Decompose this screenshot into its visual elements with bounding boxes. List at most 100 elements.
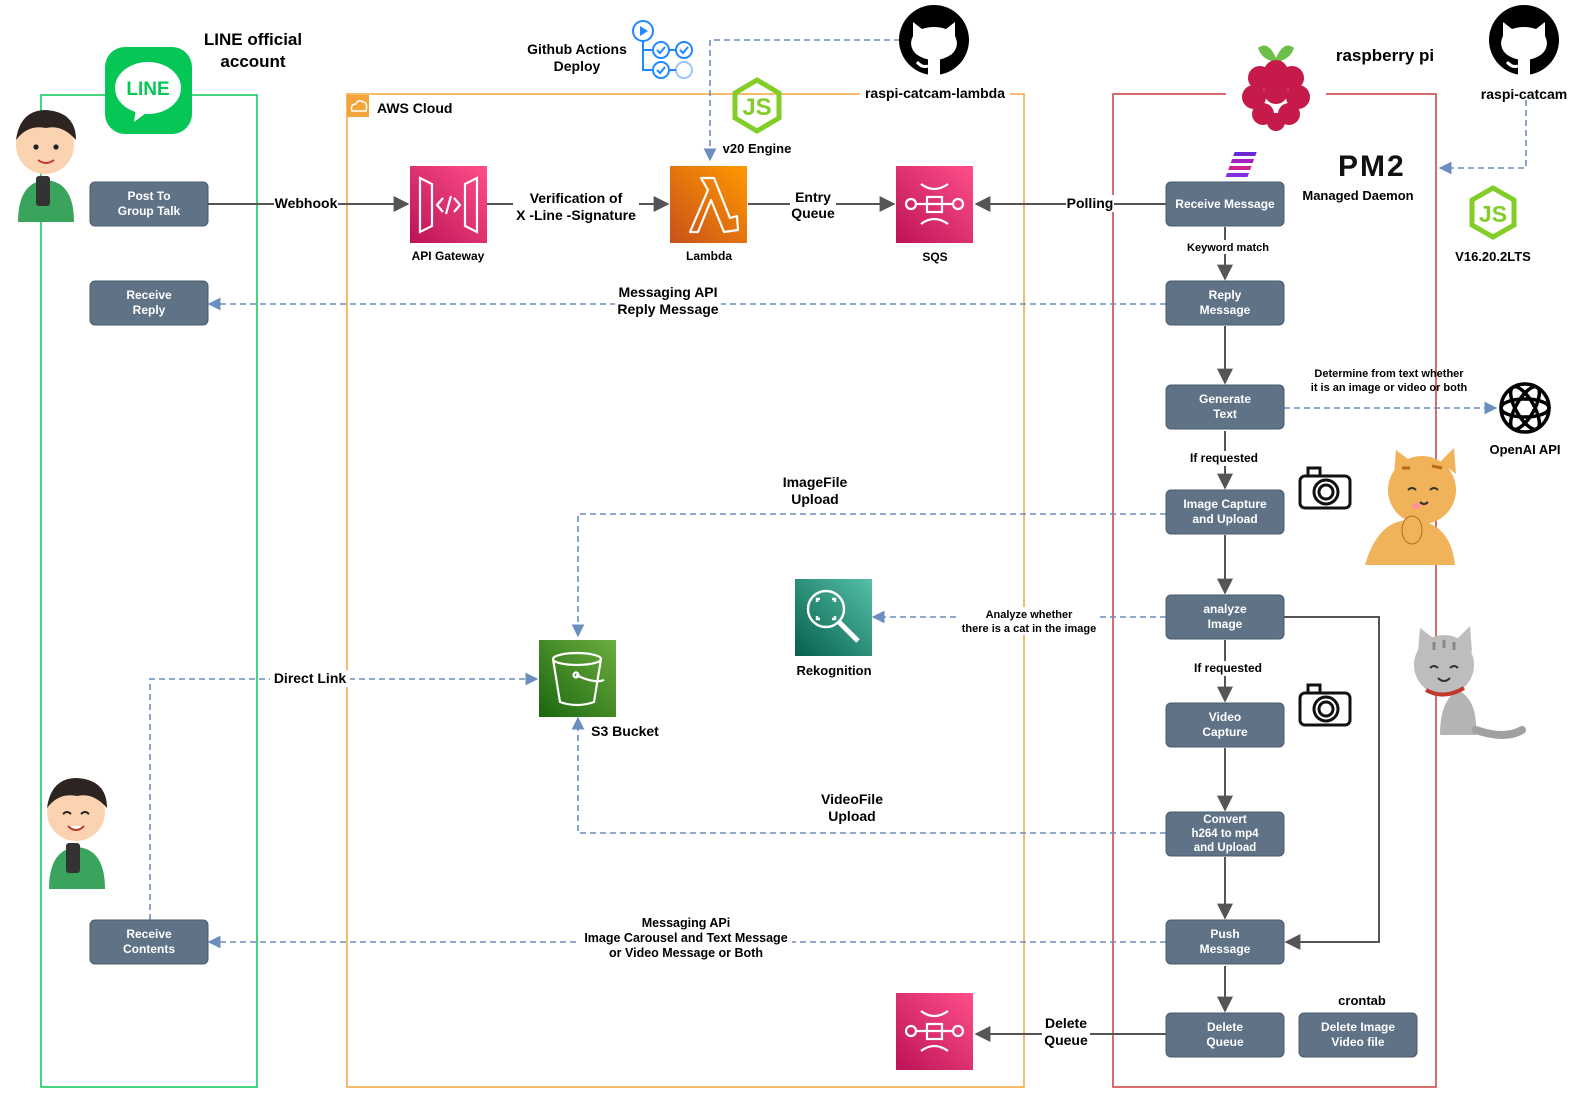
openai-label: OpenAI API (1489, 442, 1560, 457)
svg-text:X -Line -Signature: X -Line -Signature (516, 207, 636, 223)
github-actions-icon (632, 20, 693, 79)
svg-text:JS: JS (742, 94, 771, 121)
edge-label-webhook: Webhook (275, 195, 338, 211)
convert-upload-node: Convert h264 to mp4 and Upload (1165, 811, 1285, 857)
receive-contents-node: Receive Contents (89, 919, 209, 965)
github-icon (1489, 5, 1559, 75)
edge-label-direct-link: Direct Link (274, 670, 347, 686)
video-capture-node: Video Capture (1165, 702, 1285, 748)
edge-label-entry-queue: Entry (795, 189, 831, 205)
edge-label-determine: Determine from text whether (1314, 368, 1464, 380)
svg-text:LINE: LINE (126, 79, 169, 100)
camera-icon (1298, 466, 1352, 510)
svg-text:Reply: Reply (133, 303, 166, 317)
lambda-repo-label: raspi-catcam-lambda (865, 85, 1005, 101)
delete-image-video-node: Delete Image Video file (1298, 1012, 1418, 1058)
pi-node-version-label: V16.20.2LTS (1455, 249, 1531, 264)
node-engine-label: v20 Engine (723, 141, 792, 156)
cat-illustration-icon (1414, 626, 1526, 739)
svg-text:Video file: Video file (1331, 1035, 1384, 1049)
edge-label-videofile-upload: VideoFile (821, 791, 883, 807)
svg-text:Delete: Delete (1207, 1020, 1243, 1034)
svg-text:Convert: Convert (1203, 814, 1247, 826)
lambda-icon (670, 166, 747, 243)
svg-text:account: account (220, 52, 286, 71)
generate-text-node: Generate Text (1165, 384, 1285, 430)
svg-text:Image: Image (1208, 617, 1243, 631)
svg-text:Queue: Queue (1044, 1032, 1088, 1048)
svg-text:it is an image or video or bot: it is an image or video or both (1311, 382, 1468, 394)
raspberry-pi-icon (1242, 45, 1310, 131)
sqs-icon (896, 993, 973, 1070)
svg-text:JS: JS (1479, 201, 1507, 227)
edge-labels: Webhook Verification of X -Line -Signatu… (270, 189, 1468, 1049)
post-to-group-talk-node: Post To Group Talk (89, 181, 209, 227)
s3-bucket-label: S3 Bucket (591, 723, 659, 739)
pm2-logo-icon: PM2 (1225, 150, 1406, 183)
svg-text:Image Carousel and Text Messag: Image Carousel and Text Message (584, 931, 787, 945)
svg-text:Push: Push (1210, 927, 1239, 941)
user-avatar-icon (16, 110, 76, 222)
sqs-icon (896, 166, 973, 243)
edge-label-keyword-match: Keyword match (1187, 242, 1269, 254)
svg-text:Capture: Capture (1202, 725, 1248, 739)
analyze-image-node: analyze Image (1165, 594, 1285, 640)
receive-message-node: Receive Message (1165, 181, 1285, 227)
openai-icon (1499, 382, 1551, 434)
svg-text:Reply Message: Reply Message (617, 301, 718, 317)
svg-text:Image Capture: Image Capture (1183, 497, 1267, 511)
raspberry-pi-title: raspberry pi (1336, 46, 1434, 65)
line-panel-title: LINE official (204, 30, 302, 49)
svg-text:Receive: Receive (126, 288, 172, 302)
svg-text:or Video Message or Both: or Video Message or Both (609, 946, 763, 960)
svg-text:Reply: Reply (1209, 288, 1242, 302)
pi-repo-label: raspi-catcam (1481, 86, 1567, 102)
edge-label-polling: Polling (1067, 195, 1114, 211)
svg-text:Deploy: Deploy (554, 58, 601, 74)
svg-text:Post To: Post To (127, 189, 170, 203)
dashed-edges (149, 39, 1527, 949)
svg-text:Upload: Upload (791, 491, 838, 507)
aws-cloud-title: AWS Cloud (377, 100, 452, 116)
edge-label-messaging-api-push: Messaging APi (642, 916, 730, 930)
api-gateway-label: API Gateway (412, 249, 485, 263)
svg-text:and Upload: and Upload (1192, 512, 1257, 526)
edge-label-if-requested-1: If requested (1190, 451, 1258, 465)
rekognition-label: Rekognition (796, 663, 871, 678)
user-avatar-icon (47, 778, 107, 889)
svg-text:there is a cat in the image: there is a cat in the image (962, 623, 1097, 635)
svg-text:analyze: analyze (1203, 602, 1247, 616)
lambda-label: Lambda (686, 249, 732, 263)
s3-bucket-icon (539, 640, 616, 717)
svg-text:Receive: Receive (126, 927, 172, 941)
svg-text:Receive Message: Receive Message (1175, 197, 1275, 211)
svg-text:Upload: Upload (828, 808, 875, 824)
svg-text:h264 to mp4: h264 to mp4 (1191, 828, 1259, 840)
svg-text:Text: Text (1213, 407, 1237, 421)
crontab-label: crontab (1338, 993, 1386, 1008)
nodejs-icon: JS (1469, 185, 1517, 240)
github-icon (899, 5, 969, 75)
camera-icon (1298, 683, 1352, 727)
push-message-node: Push Message (1165, 919, 1285, 965)
image-capture-node: Image Capture and Upload (1165, 489, 1285, 535)
svg-text:Video: Video (1209, 710, 1241, 724)
edge-label-analyze-whether: Analyze whether (986, 609, 1074, 621)
aws-cloud-icon (347, 95, 369, 117)
svg-text:Delete Image: Delete Image (1321, 1020, 1395, 1034)
svg-text:Message: Message (1200, 303, 1251, 317)
receive-reply-node: Receive Reply (89, 280, 209, 326)
svg-text:Queue: Queue (791, 205, 835, 221)
nodejs-icon: JS (732, 77, 782, 134)
edge-label-messaging-api-reply: Messaging API (618, 284, 717, 300)
svg-text:Contents: Contents (123, 942, 175, 956)
line-logo-icon: LINE (105, 47, 192, 134)
sqs-label: SQS (922, 250, 947, 264)
svg-text:Message: Message (1200, 942, 1251, 956)
svg-text:PM2: PM2 (1338, 150, 1406, 183)
delete-queue-node: Delete Queue (1165, 1012, 1285, 1058)
edge-label-delete-queue: Delete (1045, 1015, 1087, 1031)
edge-label-if-requested-2: If requested (1194, 661, 1262, 675)
svg-text:Group Talk: Group Talk (118, 204, 181, 218)
